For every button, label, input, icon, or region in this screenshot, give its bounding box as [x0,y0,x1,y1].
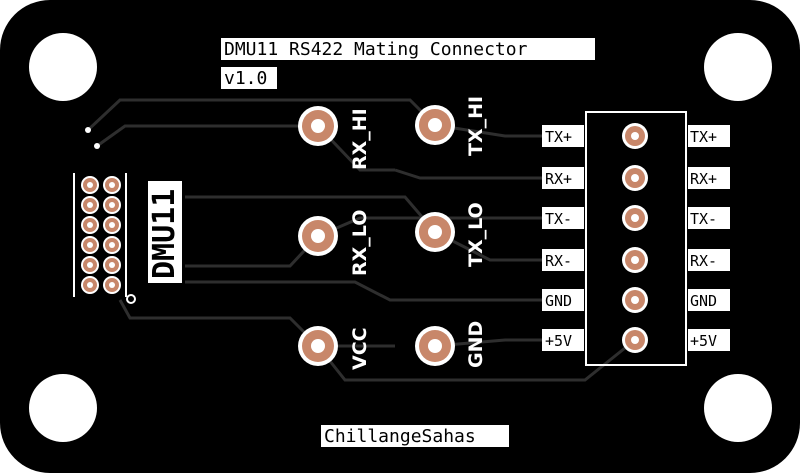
header-pin1-marker [126,294,136,304]
connector-labels-left: TX+ RX+ TX- RX- GND +5V [542,125,584,351]
connector-label-left: GND [545,292,572,310]
connector-label-right: TX- [690,210,717,228]
connector-label-left: TX- [545,210,572,228]
pad-label-tx-hi: TX_HI [465,96,487,156]
pad-rx-hi [298,106,338,146]
connector-label-right: +5V [690,332,717,350]
pad-gnd [415,326,455,366]
connector-labels-right: TX+ RX+ TX- RX- GND +5V [688,125,730,351]
connector-label-left: +5V [545,332,572,350]
via-dot [94,143,100,149]
connector-pin [622,327,648,353]
connector-label-left: TX+ [545,128,572,146]
header-pin [103,216,121,234]
credit-bg [321,425,509,447]
connector-label-left-bg [542,125,584,147]
header-pin [103,236,121,254]
connector-label-right-bg [688,329,730,351]
header-pin [103,276,121,294]
pad-tx-hi [415,105,455,145]
header-pin [81,176,99,194]
connector-pin [622,123,648,149]
pad-vcc [298,326,338,366]
connector-outline [585,111,687,366]
connector-pins [622,123,648,353]
connector-label-left-bg [542,329,584,351]
pad-rx-lo [298,216,338,256]
board-credit: ChillangeSahas [324,426,476,447]
header-pin [81,256,99,274]
title-bg [221,38,595,60]
header-pin [103,196,121,214]
header-pin [103,176,121,194]
connector-label-right-bg [688,167,730,189]
connector-label-right: GND [690,292,717,310]
header-label-bg [148,181,182,283]
pad-label-rx-hi: RX_HI [349,108,371,170]
board-title: DMU11 RS422 Mating Connector [224,39,528,60]
pad-label-tx-lo: TX_LO [465,202,487,267]
connector-label-right: RX- [690,252,717,270]
version-bg [221,67,277,89]
connector-label-right-bg [688,249,730,271]
connector-pin [622,287,648,313]
header-pin [81,196,99,214]
connector-label-right: RX+ [690,170,717,188]
mounting-hole-bottom-left [29,374,97,442]
connector-label-right: TX+ [690,128,717,146]
mounting-hole-top-left [29,33,97,101]
pad-label-rx-lo: RX_LO [349,210,371,276]
board-version: v1.0 [224,68,267,89]
connector-label-right-bg [688,289,730,311]
connector-label-left-bg [542,167,584,189]
via-dot [85,127,91,133]
connector-pin [622,247,648,273]
connector-label-left-bg [542,289,584,311]
connector-label-left: RX- [545,252,572,270]
connector-label-left: RX+ [545,170,572,188]
connector-label-left-bg [542,207,584,229]
header-pin [81,276,99,294]
header-pin [81,216,99,234]
header-pins [81,176,121,294]
mounting-hole-bottom-right [704,374,772,442]
connector-pin [622,205,648,231]
pad-tx-lo [415,212,455,252]
connector-label-left-bg [542,249,584,271]
connector-label-right-bg [688,207,730,229]
pad-label-vcc: VCC [349,327,371,370]
header-pin [103,256,121,274]
pad-label-gnd: GND [465,321,487,368]
mounting-hole-top-right [704,33,772,101]
header-label: DMU11 [147,189,182,279]
connector-pin [622,165,648,191]
header-pin [81,236,99,254]
connector-label-right-bg [688,125,730,147]
